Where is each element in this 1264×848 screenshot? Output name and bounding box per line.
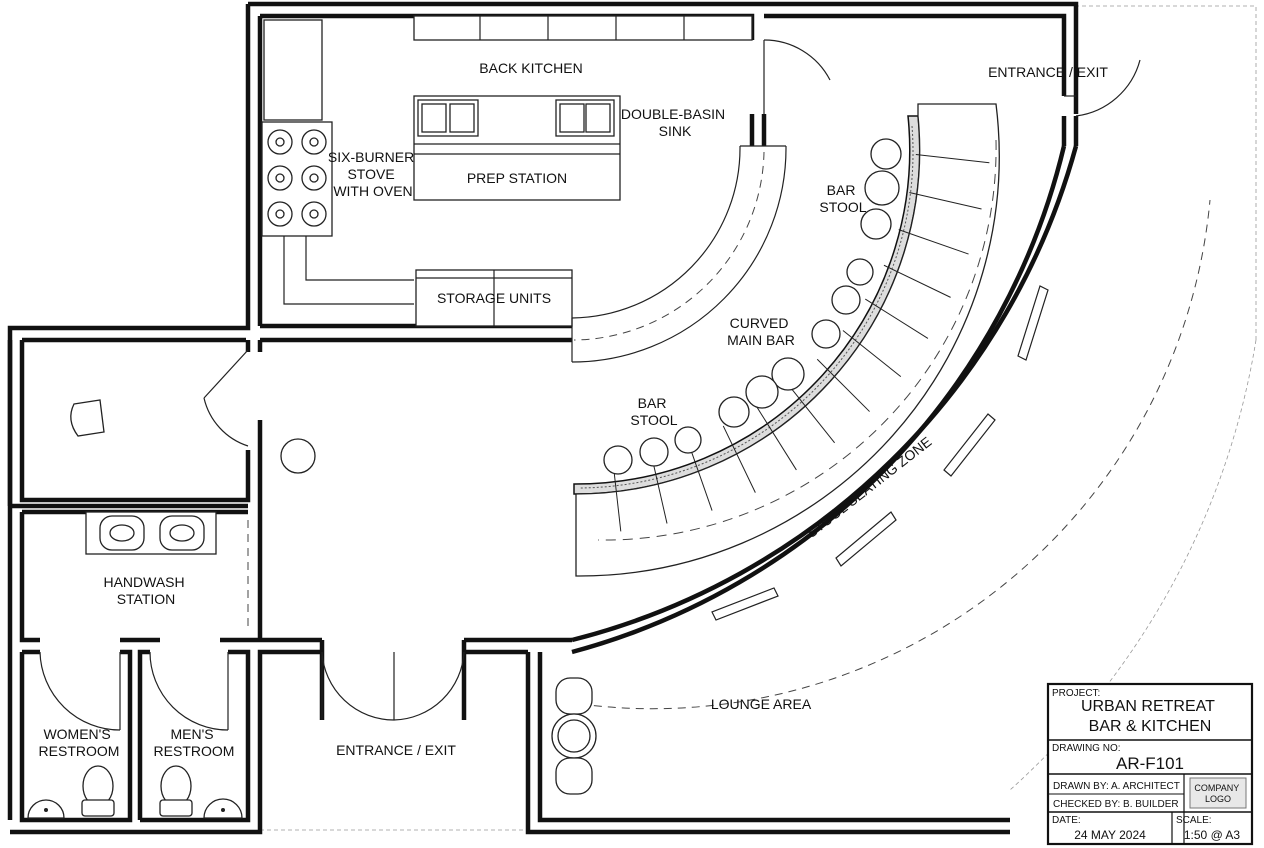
round-table (280, 438, 316, 474)
bar-stool-icon (811, 319, 841, 349)
bar-stool-icon (831, 285, 861, 315)
label-womens-restroom: WOMEN'S RESTROOM (39, 726, 120, 759)
label-prep-station: PREP STATION (467, 170, 567, 186)
checked-by: CHECKED BY: B. BUILDER (1053, 799, 1179, 810)
doors (39, 39, 1141, 731)
bar-stools (603, 138, 902, 475)
misc-furniture (70, 399, 316, 474)
wall-cabinet (263, 19, 323, 121)
scale-value: 1:50 @ A3 (1184, 828, 1241, 842)
bar-stool-icon (745, 375, 779, 409)
bar-stool-icon (870, 138, 902, 170)
date-label: DATE: (1052, 815, 1081, 826)
label-stove: SIX-BURNER STOVE WITH OVEN (328, 149, 418, 199)
drawing-no: AR-F101 (1116, 754, 1184, 773)
company-logo: COMPANY LOGO (1189, 777, 1247, 809)
bar-stool-icon (771, 357, 805, 391)
bar-stool-icon (864, 170, 900, 206)
toilet-icon (81, 765, 193, 817)
bar-stool-icon (603, 445, 633, 475)
lounge-seating (551, 199, 1211, 795)
label-lounge-area: LOUNGE AREA (711, 696, 812, 712)
label-double-basin-sink: DOUBLE-BASIN SINK (621, 106, 729, 139)
drawn-by: DRAWN BY: A. ARCHITECT (1053, 781, 1180, 792)
bar-stool-icon (846, 258, 874, 286)
svg-text:COMPANY LOGO: COMPANY LOGO (1194, 783, 1241, 804)
kitchen-fixtures (261, 15, 753, 327)
project-name: URBAN RETREAT BAR & KITCHEN (1081, 698, 1219, 735)
burner-icon (267, 129, 327, 227)
restroom-fixtures (27, 765, 243, 819)
bar-stool-icon (639, 437, 669, 467)
project-label: PROJECT: (1052, 688, 1100, 699)
bar-stool-icon (718, 396, 750, 428)
back-counter (571, 145, 787, 363)
label-storage-units: STORAGE UNITS (437, 290, 551, 306)
scale-label: SCALE: (1176, 815, 1212, 826)
handwash-station (85, 511, 217, 555)
basin-icon (27, 798, 243, 819)
bar-stool-icon (860, 208, 892, 240)
title-block: PROJECT: URBAN RETREAT BAR & KITCHEN DRA… (1046, 682, 1254, 846)
sink-icon (417, 99, 615, 137)
label-handwash-station: HANDWASH STATION (103, 574, 188, 607)
chair-icon (70, 399, 105, 437)
bar-stool-icon (674, 426, 702, 454)
label-bar-stool-top: BAR STOOL (819, 182, 866, 215)
drawing-no-label: DRAWING NO: (1052, 743, 1121, 754)
label-entrance-top: ENTRANCE / EXIT (988, 64, 1108, 80)
label-bar-stool-mid: BAR STOOL (630, 395, 677, 428)
label-curved-main-bar: CURVED MAIN BAR (727, 315, 795, 348)
upper-shelving (413, 15, 753, 41)
curved-main-bar (573, 103, 1000, 577)
label-back-kitchen: BACK KITCHEN (479, 60, 582, 76)
windows (711, 285, 1049, 621)
label-entrance-bottom: ENTRANCE / EXIT (336, 742, 456, 758)
label-mens-restroom: MEN'S RESTROOM (154, 726, 235, 759)
date-value: 24 MAY 2024 (1074, 828, 1146, 842)
